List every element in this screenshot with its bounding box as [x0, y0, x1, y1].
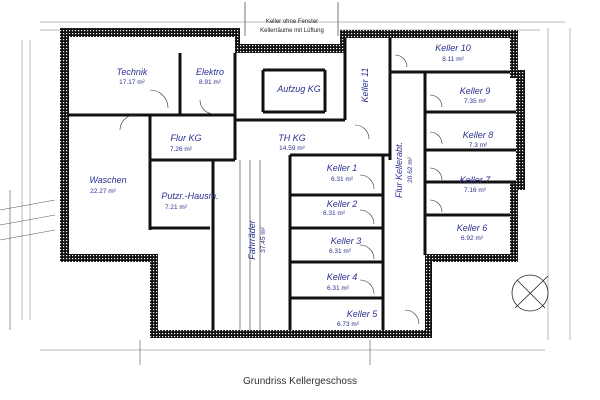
room-area: 6.31 m² [331, 176, 354, 183]
room-aufzug: Aufzug KG [276, 84, 321, 94]
room-area: 7.3 m² [469, 142, 488, 149]
room-area: 17.17 m² [119, 79, 145, 86]
room-keller5: Keller 5 6.73 m² [337, 309, 378, 328]
room-name: Keller 9 [460, 86, 491, 96]
room-keller1: Keller 1 6.31 m² [327, 163, 358, 183]
room-name: Elektro [196, 67, 224, 77]
room-elektro: Elektro 8.91 m² [196, 67, 224, 86]
room-name: Flur Kellerabt. [394, 142, 404, 198]
room-area: 8.91 m² [199, 79, 222, 86]
room-area: 20.62 m² [407, 156, 414, 182]
room-name: Keller 8 [463, 130, 494, 140]
note-box: Keller ohne Fenster Kellerräume mit Lüft… [244, 2, 339, 36]
room-area: 6.31 m² [329, 248, 352, 255]
room-area: 6.31 m² [323, 210, 346, 217]
room-area: 14.59 m² [279, 145, 305, 152]
room-area: 8.11 m² [442, 56, 464, 63]
room-name: Fahrräder [247, 219, 257, 260]
room-name: Keller 10 [435, 43, 471, 53]
room-area: 7.35 m² [464, 98, 487, 105]
room-name: Flur KG [170, 133, 201, 143]
room-area: 7.16 m² [464, 187, 487, 194]
room-name: Keller 7 [460, 175, 492, 185]
stair-lines [239, 160, 261, 330]
room-name: Keller 2 [327, 199, 358, 209]
room-name: Keller 4 [327, 272, 358, 282]
door-swings [119, 54, 443, 325]
room-name: Keller 3 [331, 236, 362, 246]
room-name: Waschen [89, 175, 126, 185]
room-thkg: TH KG 14.59 m² [278, 133, 306, 152]
interior-walls [69, 38, 516, 330]
room-area: 6.92 m² [461, 235, 484, 242]
room-name: Putzr.-Hausm. [161, 191, 218, 201]
room-keller6: Keller 6 6.92 m² [457, 223, 488, 242]
room-name: Keller 11 [360, 68, 370, 103]
room-keller2: Keller 2 6.31 m² [323, 199, 357, 217]
room-putzr: Putzr.-Hausm. 7.21 m² [161, 191, 218, 211]
compass-icon [511, 274, 549, 312]
note-line-2: Kellerräume mit Lüftung [260, 28, 324, 34]
room-name: Keller 6 [457, 223, 488, 233]
room-keller10: Keller 10 8.11 m² [435, 43, 471, 63]
room-keller3: Keller 3 6.31 m² [329, 236, 361, 255]
room-flurkg: Flur KG 7.26 m² [170, 133, 202, 153]
room-area: 37.45 m² [260, 226, 267, 252]
room-area: 6.73 m² [337, 321, 360, 328]
room-keller11: Keller 11 [360, 68, 370, 103]
room-name: Keller 1 [327, 163, 358, 173]
room-keller7: Keller 7 7.16 m² [460, 175, 492, 194]
room-keller9: Keller 9 7.35 m² [460, 86, 491, 105]
plan-caption: Grundriss Kellergeschoss [243, 376, 357, 387]
room-flurkeller: Flur Kellerabt. 20.62 m² [394, 142, 414, 198]
room-area: 6.31 m² [327, 285, 350, 292]
room-fahrraeder: Fahrräder 37.45 m² [247, 219, 267, 260]
room-name: TH KG [278, 133, 306, 143]
room-keller4: Keller 4 6.31 m² [327, 272, 358, 292]
room-area: 7.26 m² [170, 146, 193, 153]
room-waschen: Waschen 22.27 m² [89, 175, 126, 195]
site-lines [0, 190, 371, 365]
room-name: Keller 5 [347, 309, 379, 319]
room-name: Technik [117, 67, 148, 77]
room-keller8: Keller 8 7.3 m² [463, 130, 494, 149]
room-name: Aufzug KG [276, 84, 321, 94]
room-area: 7.21 m² [165, 204, 188, 211]
room-technik: Technik 17.17 m² [117, 67, 148, 86]
room-area: 22.27 m² [90, 188, 116, 195]
